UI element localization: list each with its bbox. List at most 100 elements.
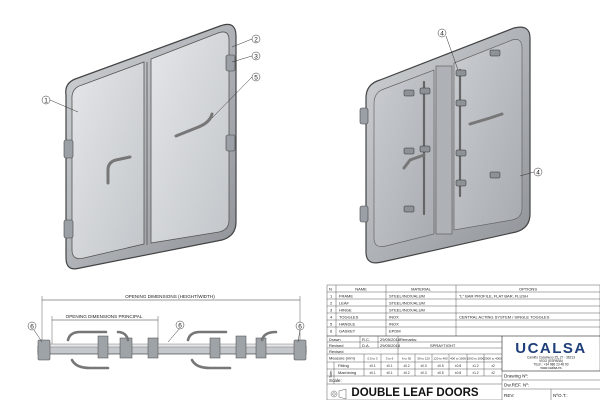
svg-text:±0.8: ±0.8 (455, 364, 461, 368)
svg-text:±0.1: ±0.1 (369, 364, 375, 368)
svg-text:GASKET: GASKET (339, 329, 356, 334)
measure-label: Measure (mm) (329, 356, 356, 361)
callout-6-left: 6 (27, 321, 37, 330)
parts-list (326, 284, 600, 337)
back-handle-right (468, 112, 504, 126)
svg-text:±1.2: ±1.2 (472, 371, 478, 375)
measure-cell: 30 to 120 (417, 357, 430, 361)
measure-cell: 2000 to 4000 (484, 357, 502, 361)
svg-text:2: 2 (330, 301, 333, 306)
svg-text:4: 4 (536, 169, 540, 176)
svg-text:±0.1: ±0.1 (386, 364, 392, 368)
measure-cell: 0.5 to 3 (367, 357, 377, 361)
svg-text:CENTRAL ACTING SYSTEM / SINGLE: CENTRAL ACTING SYSTEM / SINGLE TOGGLES (459, 315, 550, 320)
svg-text:4: 4 (330, 315, 333, 320)
door-leaf-right (150, 31, 230, 244)
svg-text:STEEL/INOX/ALUM: STEEL/INOX/ALUM (389, 301, 425, 306)
callout-6-middle: 6 (175, 320, 185, 329)
center-post (435, 65, 453, 235)
svg-text:1: 1 (330, 294, 333, 299)
machining-values: ±0.1 ±0.1 ±0.2 ±0.3 ±0.5 ±0.8 ±1.2 ±2 (369, 371, 495, 375)
title-block: N NAME MATERIAL OPTIONS 1 FRAME STEEL/IN… (326, 284, 600, 400)
measure-cell: 3 to 6 (386, 357, 394, 361)
svg-text:±0.5: ±0.5 (437, 371, 443, 375)
section-fittings (37, 335, 307, 361)
callout-5: 5 (251, 72, 261, 81)
section-callout-leaders (33, 327, 301, 343)
parts-row: 2 LEAF STEEL/INOX/ALUM (330, 301, 425, 306)
dw-ref-label: Dw.REF. Nº: (504, 383, 529, 388)
ot-number-label: NºO.T.: (553, 393, 568, 398)
svg-text:Camiño Caramuxo 25, 27 - 36213: Camiño Caramuxo 25, 27 - 36213 (527, 356, 575, 360)
svg-text:2: 2 (254, 36, 258, 43)
measure-cell: 400 to 1000 (450, 357, 466, 361)
svg-text:5: 5 (254, 74, 258, 81)
svg-text:±0.2: ±0.2 (403, 364, 409, 368)
svg-text:"L" BAR PROFILE, FLAT BAR, FLU: "L" BAR PROFILE, FLAT BAR, FLUSH (459, 294, 528, 299)
svg-text:±0.1: ±0.1 (386, 371, 392, 375)
parts-header-material: MATERIAL (411, 287, 431, 292)
svg-text:HANDLE: HANDLE (339, 322, 356, 327)
toggles-back (403, 49, 501, 213)
callout-leaders-right (445, 35, 535, 177)
svg-text:INOX: INOX (389, 322, 399, 327)
callout-1: 1 (41, 95, 51, 104)
svg-text:STEEL/INOX/ALUM: STEEL/INOX/ALUM (389, 294, 425, 299)
back-view-door: 4 4 (359, 26, 543, 264)
svg-text:STEEL/INOX/ALUM: STEEL/INOX/ALUM (389, 308, 425, 313)
callout-3: 3 (251, 51, 261, 60)
svg-text:UCALSA: UCALSA (515, 340, 587, 357)
svg-text:6: 6 (30, 323, 34, 330)
drawn-date: 29/05/2018 (380, 337, 401, 342)
back-handle-left (402, 153, 426, 170)
svg-text:TELF.: +34 986 23 48 90: TELF.: +34 986 23 48 90 (534, 363, 569, 367)
door-leaf-left (71, 61, 145, 260)
handle-left-leaf (106, 155, 132, 185)
fitting-label: Fitting (338, 363, 349, 368)
parts-header-options: OPTIONS (519, 287, 537, 292)
section-handles (66, 330, 278, 370)
parts-row: 1 FRAME STEEL/INOX/ALUM "L" BAR PROFILE,… (330, 294, 528, 299)
svg-text:EPDM: EPDM (389, 329, 401, 334)
callout-2: 2 (251, 34, 261, 43)
drawing-title: DOUBLE LEAF DOORS (351, 387, 478, 399)
svg-text:3: 3 (330, 308, 333, 313)
svg-text:±2: ±2 (491, 364, 495, 368)
parts-row: 3 HINGE STEEL/INOX/ALUM (330, 308, 425, 313)
callout-leaders-left (49, 38, 253, 119)
drawn-label: Drawn (329, 337, 341, 342)
parts-header-n: N (329, 287, 332, 292)
callout-4-top: 4 (437, 28, 447, 37)
svg-text:1: 1 (44, 97, 48, 104)
remarks-label: Remarks: (400, 337, 417, 342)
back-leaf-right (453, 39, 523, 231)
hinges-left (63, 54, 236, 239)
callout-4-right: 4 (533, 167, 543, 176)
svg-text:HINGE: HINGE (339, 308, 352, 313)
handle-right-leaf (174, 112, 214, 138)
measure-cell: 1000 to 2000 (467, 357, 485, 361)
svg-text:FRAME: FRAME (339, 294, 353, 299)
svg-text:www.ucalsa.es: www.ucalsa.es (540, 366, 561, 370)
svg-text:TOGGLES: TOGGLES (339, 315, 359, 320)
drawn-by: R.C. (362, 337, 370, 342)
parts-row: 4 TOGGLES INOX CENTRAL ACTING SYSTEM / S… (330, 315, 550, 320)
revised-by: D.A. (362, 343, 370, 348)
svg-text:±0.2: ±0.2 (403, 371, 409, 375)
toler-label: Toler. (329, 370, 333, 378)
scale-label: Scale: (329, 378, 342, 383)
svg-text:4: 4 (440, 30, 444, 37)
measure-cells: 0.5 to 3 3 to 6 6 to 30 30 to 120 120 to… (367, 357, 502, 361)
back-leaf-left (373, 69, 435, 247)
svg-text:6: 6 (298, 323, 302, 330)
info-grid (326, 335, 600, 400)
machining-label: Machining (338, 370, 356, 375)
callout-6-right: 6 (295, 321, 305, 330)
dim-principal-label: OPENING DIMENSIONS PRINCIPAL (66, 314, 143, 319)
svg-text:VIGO (ESPAÑA): VIGO (ESPAÑA) (539, 358, 563, 363)
remarks-value: SPRAYTIGHT (430, 343, 456, 348)
svg-text:LEAF: LEAF (339, 301, 350, 306)
svg-text:±0.5: ±0.5 (437, 364, 443, 368)
